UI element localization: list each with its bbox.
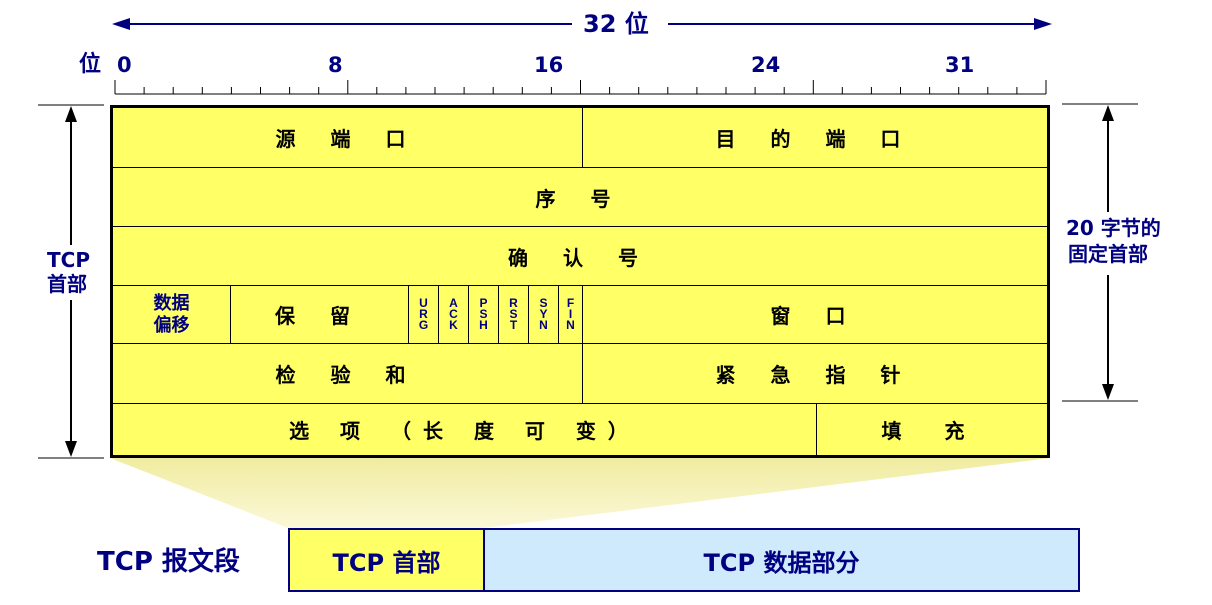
data-offset-field: 数据 偏移: [113, 286, 231, 344]
options-field: 选 项 （长 度 可 变）: [113, 404, 817, 455]
flag-letter: Y: [539, 307, 548, 321]
fixed-header-label-line1: 20 字节的: [1066, 216, 1161, 240]
bit-tick-8: 8: [328, 53, 343, 77]
bit-tick-16: 16: [534, 53, 564, 77]
source-port-field: 源 端 口: [113, 108, 583, 168]
flag-letter: S: [539, 296, 548, 310]
checksum-field: 检 验 和: [113, 344, 583, 404]
bit-ruler: [114, 80, 1047, 95]
flag-letter: R: [419, 307, 428, 321]
flag-letter: P: [479, 296, 488, 310]
fixed-header-label-line2: 固定首部: [1068, 242, 1148, 266]
window-field: 窗 口: [583, 286, 1047, 344]
width-label: 32 位: [583, 10, 649, 38]
segment-header-part: TCP 首部: [288, 528, 484, 592]
flag-letter: F: [566, 296, 575, 310]
bit-tick-24: 24: [751, 53, 781, 77]
flag-letter: C: [449, 307, 458, 321]
bit-tick-0: 0: [117, 53, 132, 77]
left-arrowhead-down: [65, 441, 77, 457]
data-offset-line2: 偏移: [153, 314, 190, 336]
bit-axis-label: 位: [79, 52, 102, 77]
width-arrowhead-left: [112, 18, 130, 30]
funnel-shape: [110, 458, 1050, 528]
urgent-pointer-field: 紧 急 指 针: [583, 344, 1047, 404]
flag-letter: S: [509, 307, 518, 321]
flag-letter: A: [449, 296, 458, 310]
destination-port-field: 目 的 端 口: [583, 108, 1047, 168]
left-arrowhead-up: [65, 106, 77, 122]
right-arrowhead-up: [1102, 105, 1114, 121]
flag-letter: I: [568, 307, 573, 321]
flag-letter: U: [419, 296, 428, 310]
ack-number-field: 确 认 号: [113, 227, 1047, 286]
flag-letter: N: [539, 318, 548, 332]
flag-letter: H: [479, 318, 488, 332]
padding-field: 填 充: [881, 419, 983, 443]
segment-data-part: TCP 数据部分: [484, 528, 1080, 592]
flag-letter: K: [449, 318, 458, 332]
tcp-header-label-line1: TCP: [45, 248, 92, 272]
flag-letter: N: [566, 318, 575, 332]
flag-letter: T: [509, 318, 518, 332]
tcp-segment-label: TCP 报文段: [97, 547, 240, 577]
reserved-field: 保 留: [231, 286, 408, 344]
data-offset-line1: 数据: [153, 292, 190, 314]
right-arrowhead-down: [1102, 384, 1114, 400]
flag-letter: S: [479, 307, 488, 321]
flag-letter: G: [418, 318, 429, 332]
flag-letter: R: [509, 296, 518, 310]
tcp-header-label-line2: 首部: [45, 272, 89, 296]
bit-tick-31: 31: [945, 53, 975, 77]
width-arrowhead-right: [1034, 18, 1052, 30]
sequence-number-field: 序 号: [113, 168, 1047, 227]
